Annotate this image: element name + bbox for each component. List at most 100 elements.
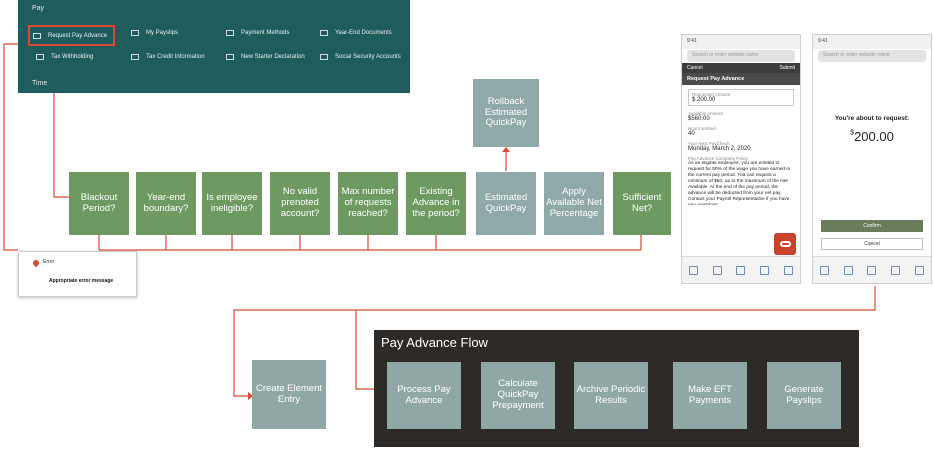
next-paycheck-label: Your Next PayCheck bbox=[688, 141, 730, 146]
check-existing-advance: Existing Advance in the period? bbox=[406, 172, 466, 235]
flow-step-process-pay-advance: Process Pay Advance bbox=[387, 362, 461, 429]
menu-item-label: New Starter Declaration bbox=[241, 54, 305, 60]
status-bar: 9:41 bbox=[682, 35, 800, 49]
flow-step-label: Calculate QuickPay Prepayment bbox=[492, 378, 544, 411]
check-label: Max number of requests reached? bbox=[341, 186, 395, 219]
confirm-amount: $200.00 bbox=[813, 128, 931, 146]
check-blackout-period: Blackout Period? bbox=[69, 172, 129, 235]
menu-item-label: Payment Methods bbox=[241, 30, 290, 36]
menu-item-label: Request Pay Advance bbox=[48, 32, 108, 39]
error-popup: Error Appropriate error message bbox=[18, 251, 137, 297]
money-icon bbox=[33, 32, 41, 39]
menu-item-tax-withholding[interactable]: Tax Withholding bbox=[36, 50, 93, 64]
menu-item-label: Tax Withholding bbox=[51, 54, 94, 60]
forward-icon[interactable] bbox=[712, 265, 722, 275]
status-time: 9:41 bbox=[687, 38, 697, 44]
card-icon bbox=[226, 30, 234, 36]
cancel-button[interactable]: Cancel bbox=[821, 238, 923, 250]
browser-toolbar bbox=[813, 256, 931, 283]
tabs-icon[interactable] bbox=[914, 265, 924, 275]
menu-item-request-pay-advance[interactable]: Request Pay Advance bbox=[28, 25, 116, 46]
connector-request-to-blackout bbox=[53, 44, 70, 198]
menu-item-social-security-accounts[interactable]: Social Security Accounts bbox=[320, 50, 401, 64]
flow-title: Pay Advance Flow bbox=[381, 335, 488, 350]
bookmarks-icon[interactable] bbox=[891, 265, 901, 275]
search-input[interactable]: Search or enter website name bbox=[818, 50, 926, 62]
requested-amount-label: Requested Amount bbox=[692, 92, 731, 97]
check-employee-ineligible: Is employee ineligible? bbox=[202, 172, 262, 235]
flow-step-label: Archive Periodic Results bbox=[576, 383, 646, 406]
phone-confirmation: 9:41 Search or enter website name You're… bbox=[812, 34, 932, 284]
phone-request-form: 9:41 Search or enter website name Cancel… bbox=[681, 34, 801, 284]
share-icon[interactable] bbox=[736, 265, 746, 275]
error-message: Appropriate error message bbox=[49, 278, 114, 284]
search-placeholder: Search or enter website name bbox=[823, 52, 890, 58]
declaration-icon bbox=[226, 54, 234, 60]
currency-symbol: $ bbox=[850, 129, 855, 137]
time-section-title: Time bbox=[32, 80, 48, 87]
cancel-button[interactable]: Cancel bbox=[687, 65, 703, 71]
menu-item-payment-methods[interactable]: Payment Methods bbox=[226, 26, 289, 40]
menu-item-label: Tax Credit Information bbox=[146, 54, 205, 60]
social-security-icon bbox=[320, 54, 328, 60]
status-bar: 9:41 bbox=[813, 35, 931, 49]
error-icon bbox=[31, 258, 41, 268]
check-label: Sufficient Net? bbox=[622, 191, 662, 214]
form-toolbar: Cancel Submit bbox=[682, 63, 800, 73]
flow-step-make-eft-payments: Make EFT Payments bbox=[673, 362, 747, 429]
menu-item-new-starter-declaration[interactable]: New Starter Declaration bbox=[226, 50, 305, 64]
pay-section-title: Pay bbox=[32, 5, 45, 12]
step-estimated-quickpay: Estimated QuickPay bbox=[476, 172, 536, 235]
confirm-heading: You're about to request: bbox=[834, 115, 910, 122]
flow-step-label: Process Pay Advance bbox=[397, 383, 451, 406]
search-input[interactable]: Search or enter website name bbox=[687, 50, 795, 62]
connector-error-loop bbox=[3, 43, 28, 251]
form-header: Request Pay Advance bbox=[682, 73, 800, 85]
arrow-rollback bbox=[502, 147, 510, 152]
flow-step-label: Generate Payslips bbox=[784, 383, 824, 406]
check-label: Estimated QuickPay bbox=[484, 191, 528, 214]
menu-item-my-payslips[interactable]: My Payslips bbox=[131, 26, 178, 40]
check-no-valid-prenoted-account: No valid prenoted account? bbox=[270, 172, 330, 235]
menu-item-year-end-documents[interactable]: Year-End Documents bbox=[320, 26, 392, 40]
share-icon[interactable] bbox=[867, 265, 877, 275]
payslip-icon bbox=[131, 30, 139, 36]
tax-credit-icon bbox=[131, 54, 139, 60]
policy-label: Pay Advance Company Policy bbox=[688, 156, 749, 161]
flow-step-label: Make EFT Payments bbox=[688, 383, 732, 406]
confirm-button[interactable]: Confirm bbox=[821, 220, 923, 232]
connector-phone-to-flow bbox=[233, 286, 876, 397]
submit-button[interactable]: Submit bbox=[779, 65, 795, 71]
hours-worked-value: 40 bbox=[688, 131, 695, 137]
flow-step-generate-payslips: Generate Payslips bbox=[767, 362, 841, 429]
forward-icon[interactable] bbox=[843, 265, 853, 275]
tax-icon bbox=[36, 54, 44, 60]
rollback-quickpay-box: Rollback Estimated QuickPay bbox=[473, 79, 539, 147]
available-amount-label: Available Amount bbox=[688, 111, 723, 116]
check-label: Year-end boundary? bbox=[143, 191, 189, 214]
create-element-entry-box: Create Element Entry bbox=[252, 360, 326, 429]
back-icon[interactable] bbox=[820, 265, 830, 275]
check-label: Blackout Period? bbox=[80, 191, 118, 214]
next-paycheck-value: Monday, March 2, 2020 bbox=[688, 146, 751, 152]
back-icon[interactable] bbox=[689, 265, 699, 275]
requested-amount-field[interactable]: Requested Amount $ 200.00 bbox=[688, 89, 794, 106]
pay-menu-panel: Pay Request Pay Advance My Payslips Paym… bbox=[18, 0, 410, 93]
hours-worked-label: Hours worked bbox=[688, 126, 716, 131]
browser-toolbar bbox=[682, 256, 800, 283]
rollback-label: Rollback Estimated QuickPay bbox=[484, 95, 528, 129]
check-label: Existing Advance in the period? bbox=[412, 186, 460, 219]
flow-step-calculate-quickpay: Calculate QuickPay Prepayment bbox=[481, 362, 555, 429]
flow-step-archive-periodic-results: Archive Periodic Results bbox=[574, 362, 648, 429]
check-max-requests-reached: Max number of requests reached? bbox=[338, 172, 398, 235]
check-label: No valid prenoted account? bbox=[280, 186, 320, 219]
document-icon bbox=[320, 30, 328, 36]
oracle-assistant-button[interactable] bbox=[774, 233, 796, 255]
amount-value: 200.00 bbox=[854, 129, 894, 144]
bookmarks-icon[interactable] bbox=[760, 265, 770, 275]
status-time: 9:41 bbox=[818, 38, 828, 44]
pay-advance-flow-panel: Pay Advance Flow Process Pay Advance Cal… bbox=[374, 330, 859, 447]
tabs-icon[interactable] bbox=[783, 265, 793, 275]
menu-item-tax-credit-information[interactable]: Tax Credit Information bbox=[131, 50, 205, 64]
error-title: Error bbox=[43, 259, 55, 265]
